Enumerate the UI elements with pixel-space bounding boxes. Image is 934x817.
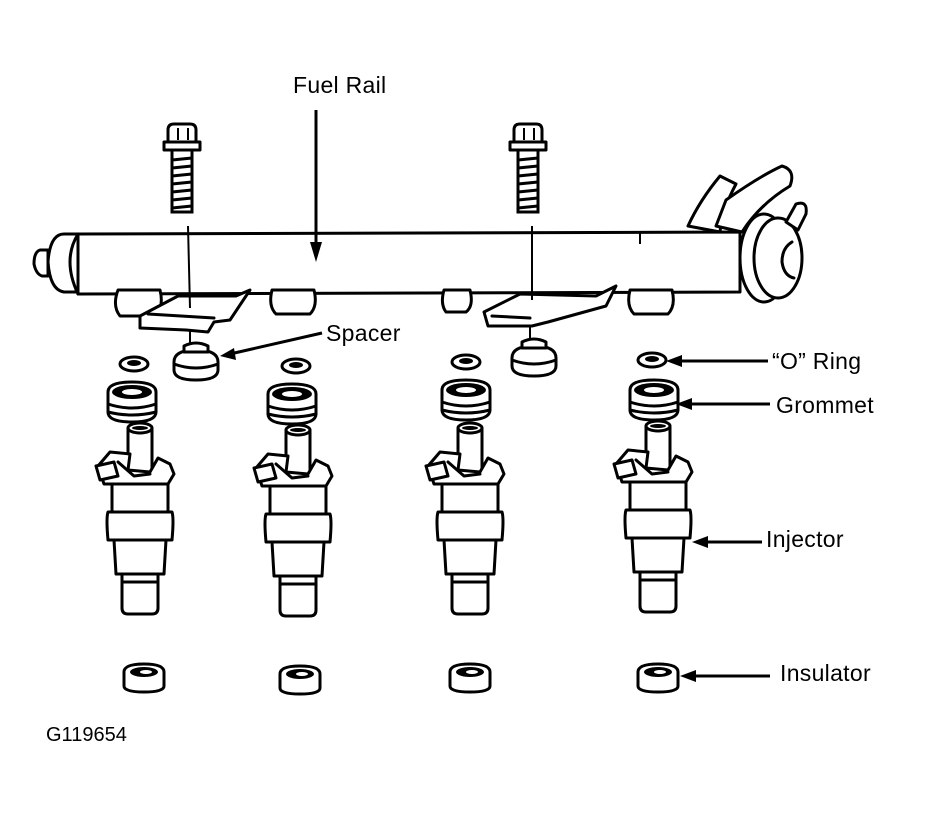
bolt-right: [508, 122, 548, 214]
arrow-head-icon: [676, 398, 692, 410]
insulator-1: [122, 662, 166, 694]
label-insulator: Insulator: [780, 660, 871, 686]
bolt-left: [162, 122, 202, 214]
mount-bracket-left: [138, 288, 252, 334]
arrow-head-icon: [666, 355, 682, 367]
insulator-3: [448, 662, 492, 694]
fuel-rail: [32, 164, 808, 334]
spacer-right: [510, 337, 558, 378]
injector-2: [252, 423, 334, 618]
label-injector: Injector: [766, 526, 844, 552]
injector-3: [424, 421, 506, 616]
o-ring-1: [118, 355, 150, 373]
arrow-head-icon: [310, 242, 322, 262]
insulator-4: [636, 662, 680, 694]
leader-fuel-rail: [310, 110, 322, 262]
insulator-2: [278, 664, 322, 696]
grommet-3: [440, 378, 492, 422]
spacer-left: [172, 341, 220, 382]
leader-injector: [692, 536, 762, 548]
arrow-head-icon: [692, 536, 708, 548]
rail-tube: [76, 230, 742, 296]
grommet-1: [106, 380, 158, 424]
grommet-2: [266, 382, 318, 426]
o-ring-4: [636, 351, 668, 369]
label-grommet: Grommet: [776, 392, 874, 418]
o-ring-3: [450, 353, 482, 371]
leader-o-ring: [666, 355, 768, 367]
label-o-ring: “O” Ring: [772, 348, 862, 374]
grommet-4: [628, 378, 680, 422]
arrow-head-icon: [220, 348, 236, 360]
o-ring-2: [280, 357, 312, 375]
leader-insulator: [680, 670, 770, 682]
leader-spacer: [220, 331, 323, 360]
bolt-alignment-line: [187, 225, 191, 309]
figure-id: G119654: [46, 724, 127, 746]
pressure-regulator: [686, 164, 808, 304]
arrow-head-icon: [680, 670, 696, 682]
injector-1: [94, 421, 176, 616]
injector-4: [612, 419, 694, 614]
label-fuel-rail: Fuel Rail: [293, 72, 387, 98]
label-spacer: Spacer: [326, 320, 401, 346]
leader-grommet: [676, 398, 770, 410]
